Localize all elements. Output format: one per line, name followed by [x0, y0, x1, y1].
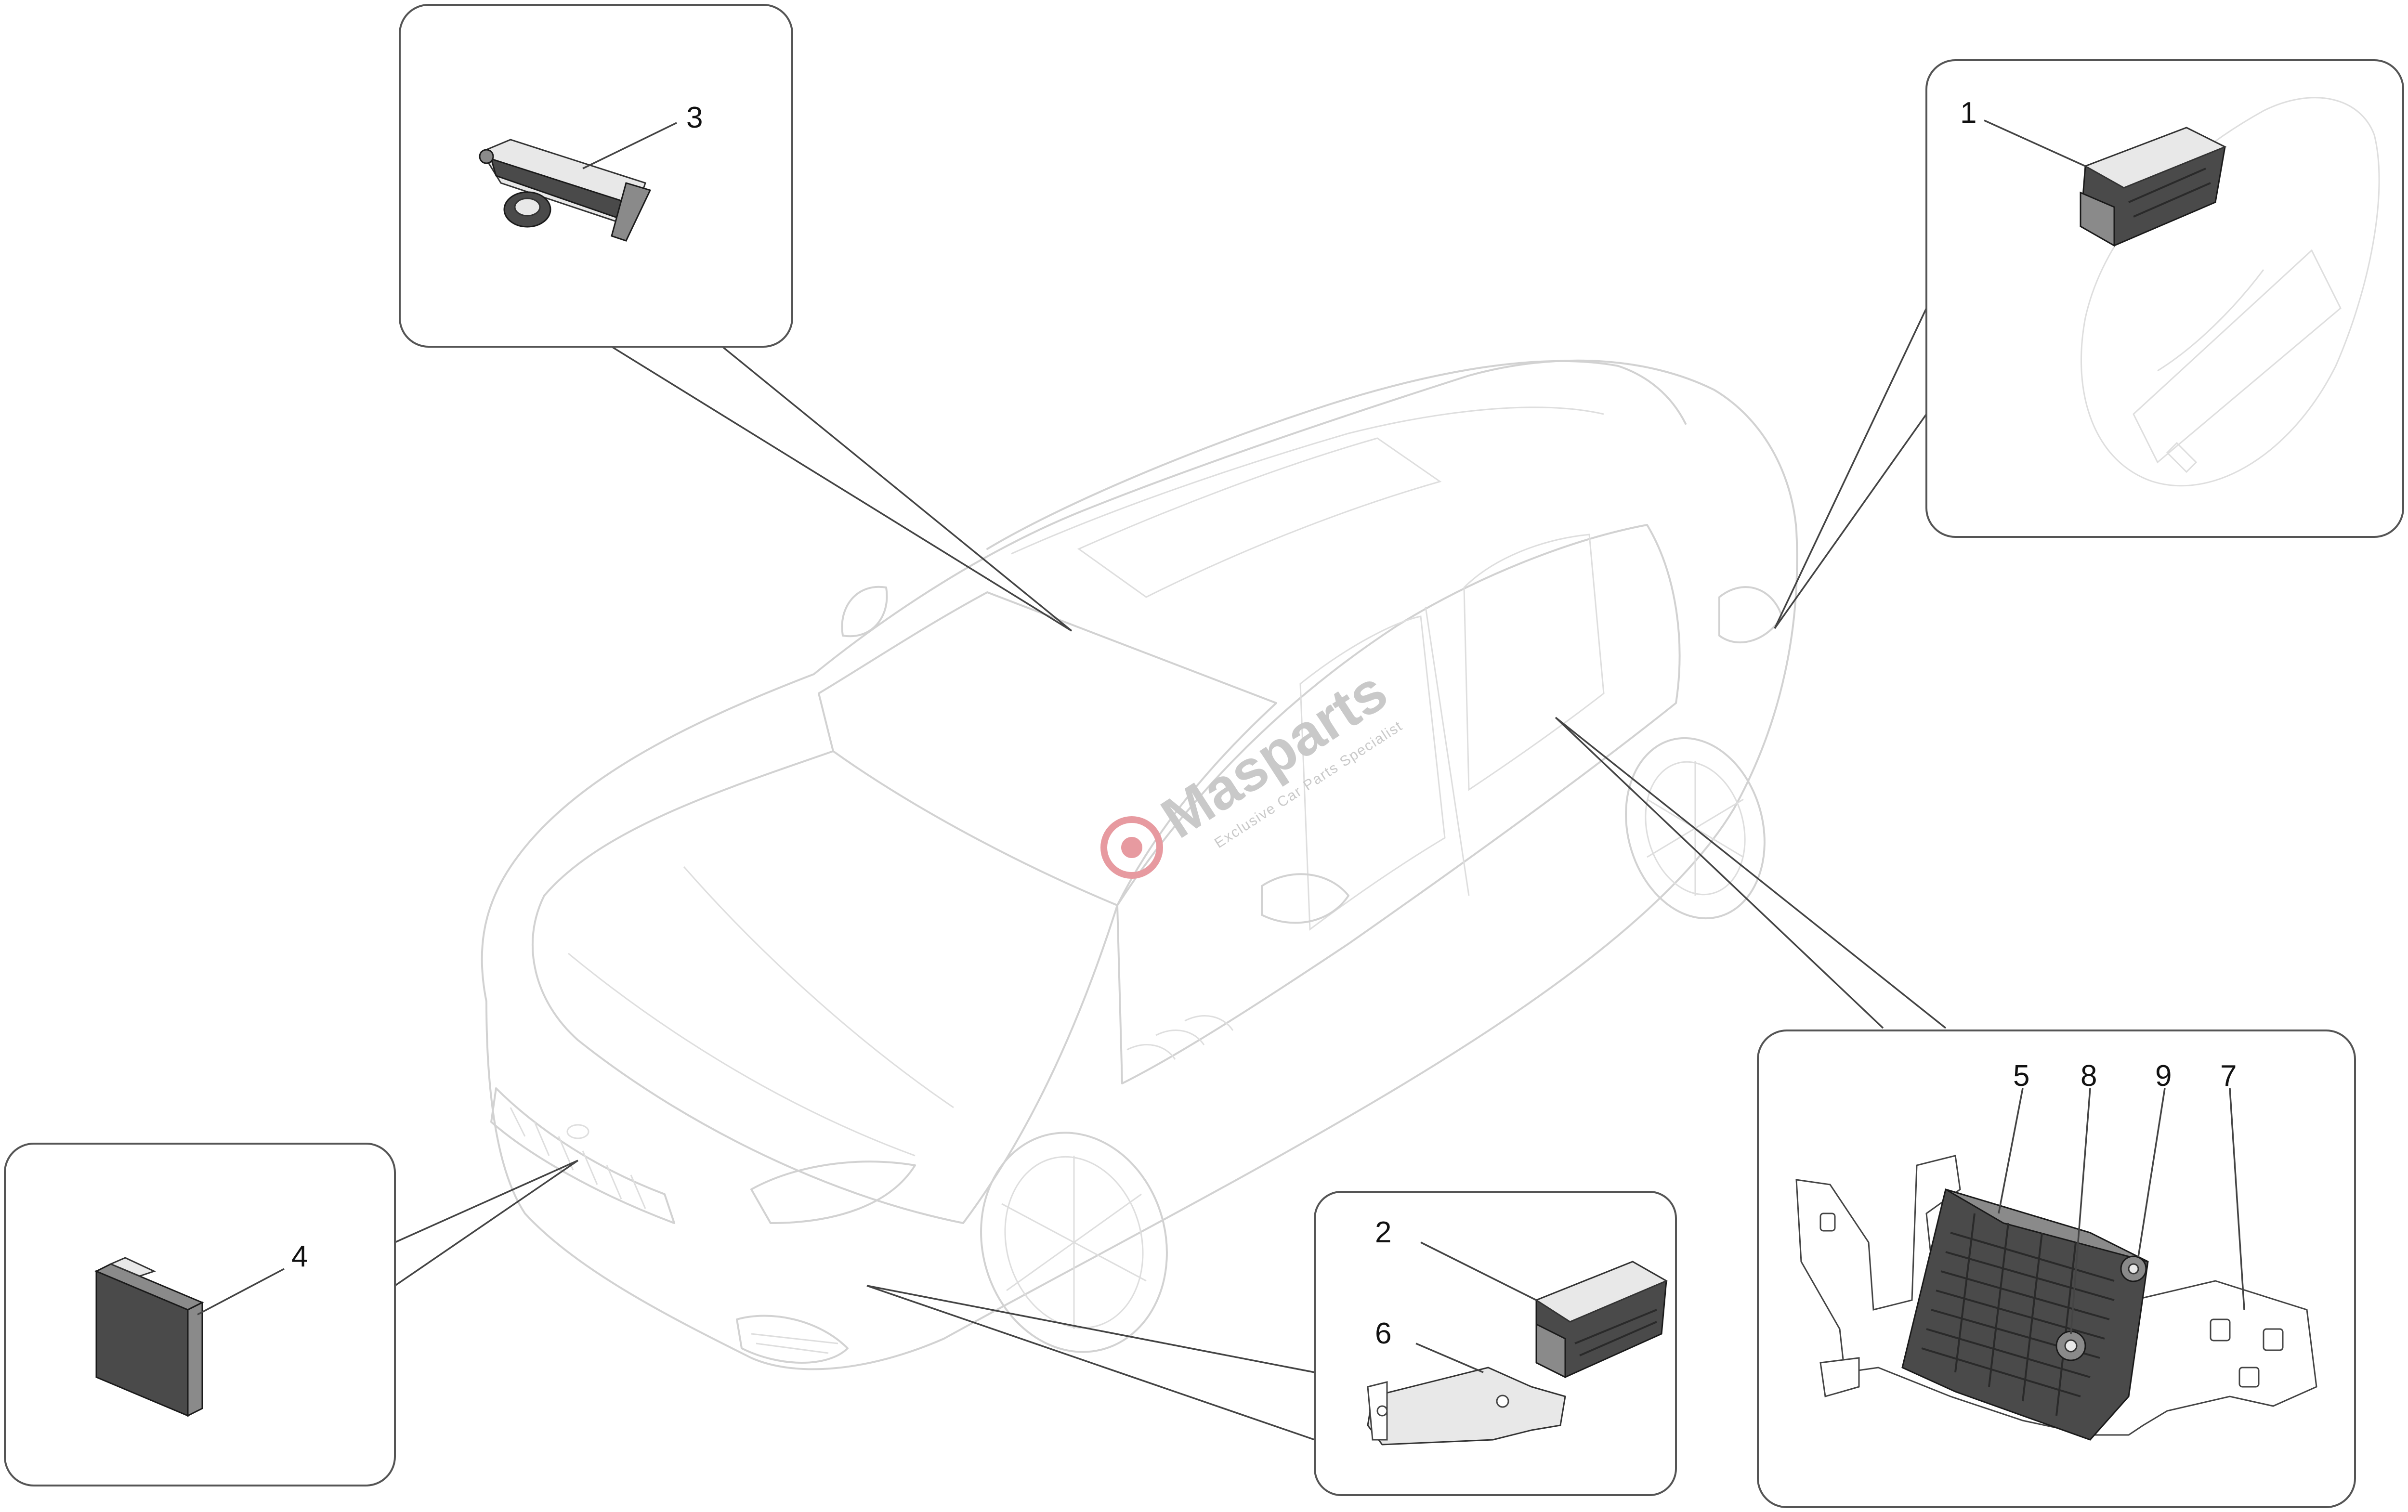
detail-box-4: 4 [4, 1143, 396, 1486]
front-camera-part [479, 139, 652, 242]
callout-6: 6 [1375, 1317, 1391, 1350]
callout-8: 8 [2081, 1059, 2097, 1093]
watermark-gear-icon [1100, 816, 1163, 879]
amplifier-part-5 [1901, 1188, 2149, 1441]
callout-2: 2 [1375, 1216, 1391, 1249]
callout-1: 1 [1960, 96, 1976, 130]
callout-5: 5 [2013, 1059, 2029, 1093]
nut-part-9 [2120, 1255, 2147, 1282]
nut-part-8 [2055, 1330, 2086, 1361]
rear-module-part [2080, 127, 2227, 247]
detail-box-1: 1 [1925, 59, 2404, 538]
callout-4: 4 [291, 1240, 308, 1273]
callout-7: 7 [2220, 1059, 2237, 1093]
leader-lines [394, 308, 1947, 1441]
callout-3: 3 [686, 101, 703, 134]
callout-9: 9 [2155, 1059, 2172, 1093]
mounting-bracket-part-6 [1367, 1367, 1566, 1446]
detail-box-2-6: 2 6 [1314, 1191, 1677, 1496]
front-radar-sensor-part [94, 1257, 204, 1417]
control-module-part-2 [1534, 1261, 1668, 1379]
detail-box-3: 3 [399, 4, 793, 348]
detail-box-5-9: 5 8 9 7 [1757, 1030, 2356, 1508]
vehicle-outline [481, 359, 1798, 1370]
watermark-hub-icon [1121, 837, 1142, 858]
